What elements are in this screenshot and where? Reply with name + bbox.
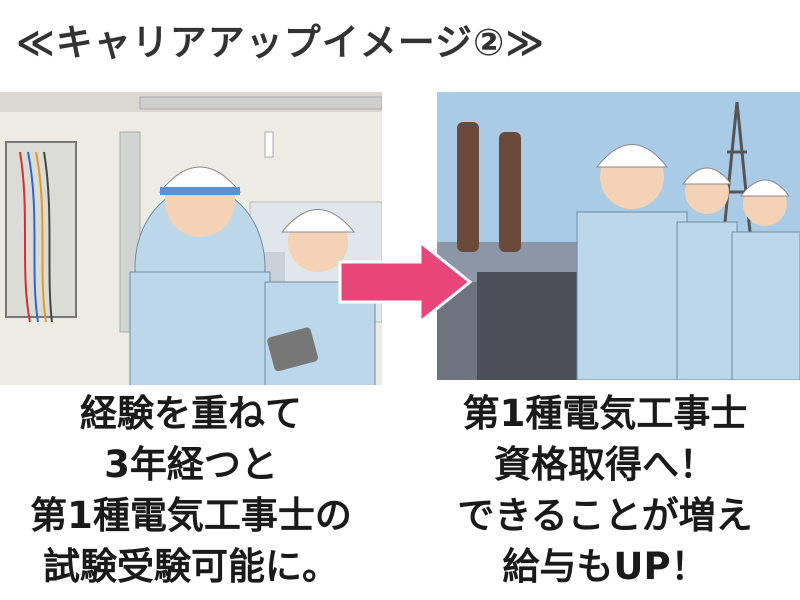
caption-line: 給与もUP！ [502, 545, 708, 588]
illustration-substation-team [437, 92, 800, 380]
caption-line: 経験を重ねて [80, 392, 302, 435]
caption-line: できることが増え [457, 494, 753, 537]
caption-line: 第1種電気工事士の [30, 494, 352, 537]
left-caption: 経験を重ねて 3年経つと 第1種電気工事士の 試験受験可能に。 [0, 388, 382, 592]
progression-arrow-icon [335, 238, 475, 326]
illustration-electrician-at-panel [0, 92, 382, 385]
caption-line: 資格取得へ！ [494, 443, 716, 486]
page-title: ≪キャリアアップイメージ②≫ [16, 21, 546, 64]
caption-line: 試験受験可能に。 [43, 545, 339, 588]
right-caption: 第1種電気工事士 資格取得へ！ できることが増え 給与もUP！ [410, 388, 800, 592]
caption-line: 3年経つと [104, 443, 278, 486]
caption-line: 第1種電気工事士 [462, 392, 748, 435]
